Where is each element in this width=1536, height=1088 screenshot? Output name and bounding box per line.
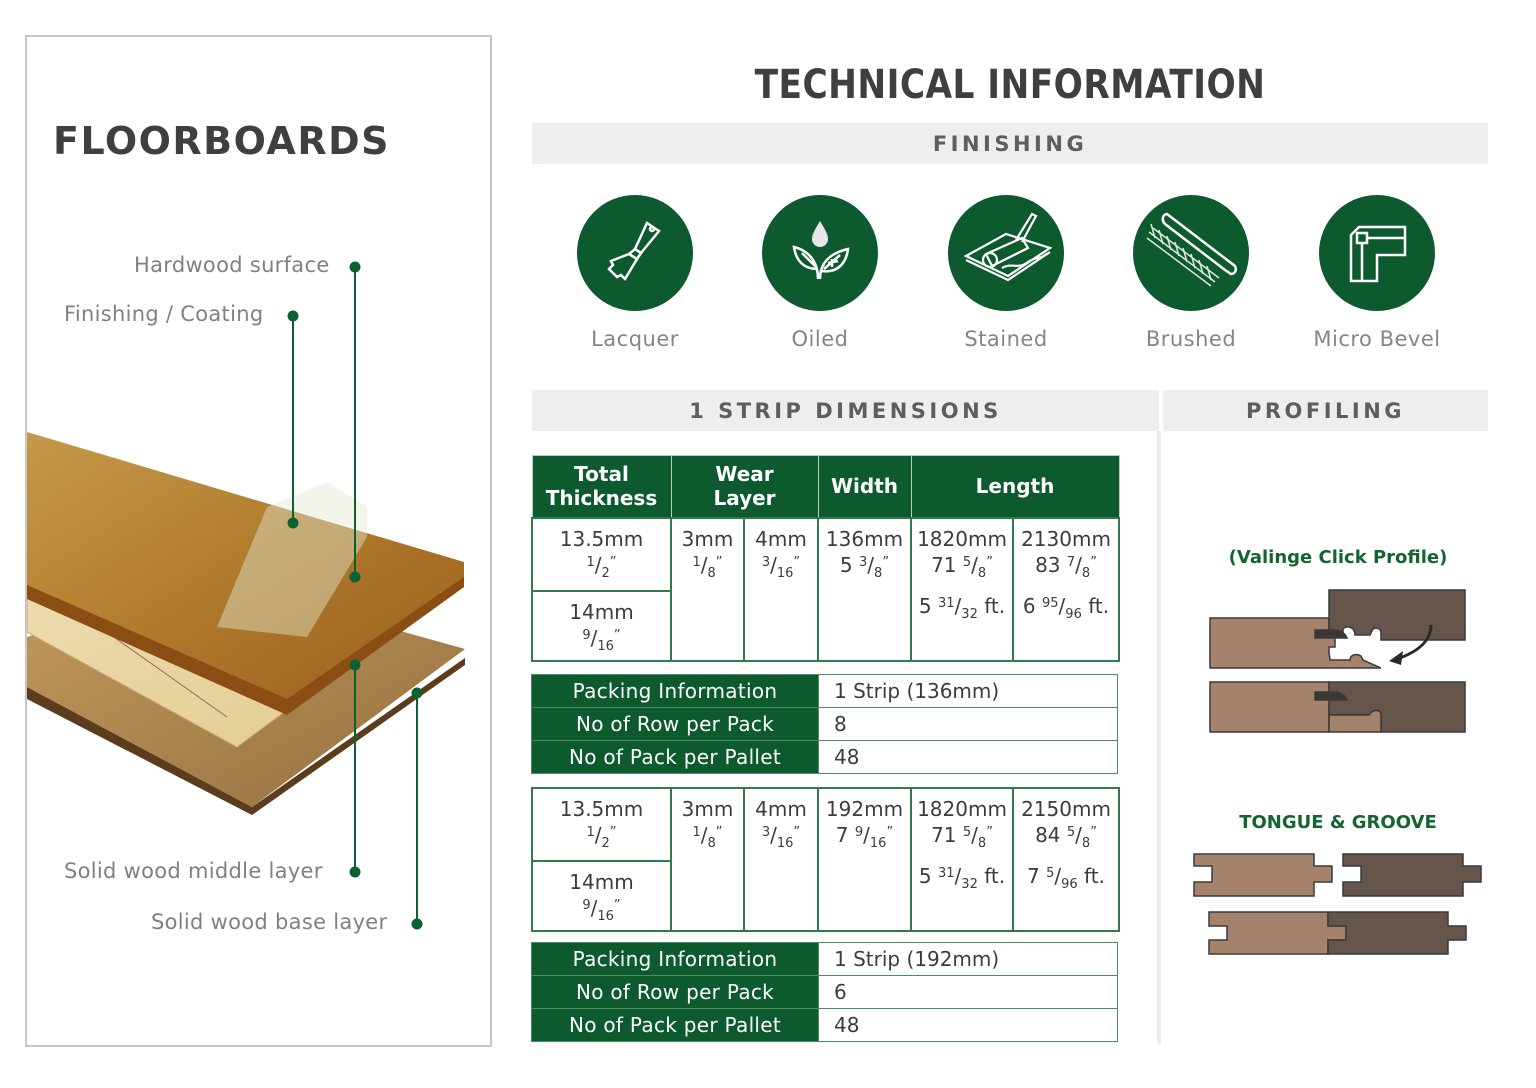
packing-value: 48 [818,1008,1118,1042]
tongue-and-groove-title: TONGUE & GROOVE [1239,812,1437,833]
finish-label: Lacquer [591,327,679,351]
packing-value: 1 Strip (192mm) [818,942,1118,976]
packing-key: No of Pack per Pallet [531,1008,819,1042]
floorboards-title: FLOORBOARDS [53,119,391,163]
packing-key: No of Row per Pack [531,975,819,1009]
finish-label: Brushed [1145,327,1237,351]
label-hardwood-surface: Hardwood surface [134,253,330,277]
section-divider [1157,431,1161,1044]
col-length: Length [910,455,1120,518]
floorboard-layers-illustration [27,261,465,930]
strip-dimensions-header: 1 STRIP DIMENSIONS [532,390,1159,431]
finish-label: Oiled [791,327,849,351]
bevel-profile-icon [1319,195,1435,311]
finish-micro-bevel: Micro Bevel [1287,195,1467,351]
finish-label: Micro Bevel [1313,327,1441,351]
packing-value: 6 [818,975,1118,1009]
finish-label: Stained [964,327,1048,351]
packing-key: No of Row per Pack [531,707,819,741]
valinge-click-profile-diagram [1209,589,1466,733]
page-title: TECHNICAL INFORMATION [754,62,1266,108]
layer-pointers [287,261,423,930]
valinge-click-profile-title: (Valinge Click Profile) [1228,547,1448,568]
finish-brushed: Brushed [1101,195,1281,351]
brush-icon [1133,195,1249,311]
label-finishing-coating: Finishing / Coating [64,302,264,326]
col-width: Width [817,455,912,518]
finish-lacquer: Lacquer [545,195,725,351]
packing-key: No of Pack per Pallet [531,740,819,774]
packing-value: 1 Strip (136mm) [818,674,1118,708]
floorboards-panel: FLOORBOARDS [25,35,492,1047]
tongue-and-groove-diagram [1193,853,1482,955]
paintbrush-icon [577,195,693,311]
packing-key: Packing Information [531,674,819,708]
label-solid-wood-base-layer: Solid wood base layer [151,910,388,934]
label-solid-wood-middle-layer: Solid wood middle layer [64,859,323,883]
packing-value: 48 [818,740,1118,774]
finish-oiled: Oiled [730,195,910,351]
packing-value: 8 [818,707,1118,741]
oil-drop-leaf-icon [762,195,878,311]
finish-stained: Stained [916,195,1096,351]
profiling-header: PROFILING [1163,390,1488,431]
packing-key: Packing Information [531,942,819,976]
finishing-header: FINISHING [532,123,1488,164]
stain-roller-icon [948,195,1064,311]
